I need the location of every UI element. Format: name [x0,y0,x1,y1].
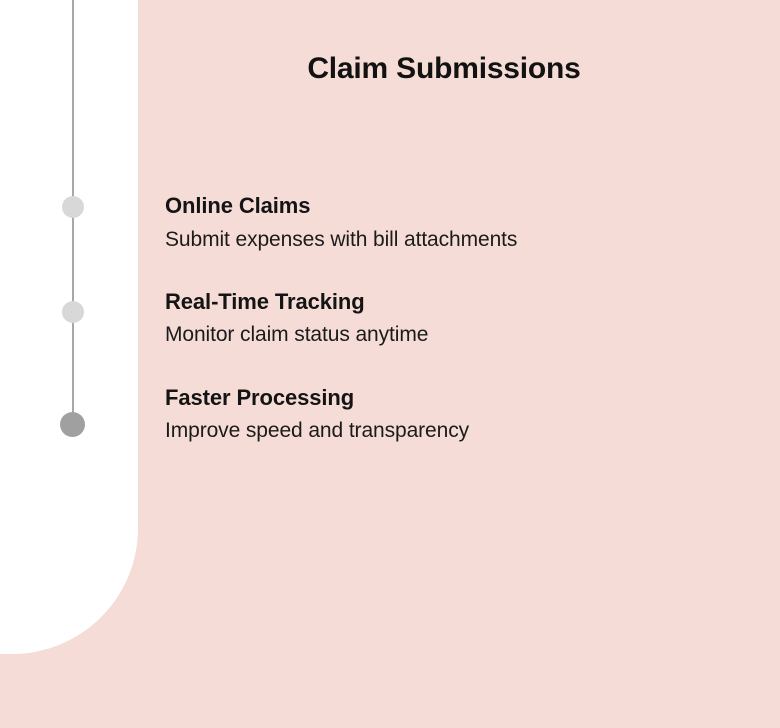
list-item[interactable]: Real-Time Tracking Monitor claim status … [165,288,765,349]
list-item[interactable]: Faster Processing Improve speed and tran… [165,384,765,445]
marker-online-claims[interactable] [62,196,84,218]
page-title: Claim Submissions [307,52,581,85]
list-item-description: Submit expenses with bill attachments [165,227,518,251]
list-item-title: Faster Processing [165,384,355,410]
marker-faster-processing[interactable] [60,412,85,437]
content-area: Claim Submissions Online Claims Submit e… [138,0,780,728]
list-item-description: Monitor claim status anytime [165,323,429,347]
feature-list: Online Claims Submit expenses with bill … [165,192,765,444]
white-side-panel [0,0,138,654]
list-item-title: Real-Time Tracking [165,288,365,314]
timeline-rail [0,0,138,654]
list-item-title: Online Claims [165,193,311,218]
marker-real-time-tracking[interactable] [62,301,84,323]
list-item[interactable]: Online Claims Submit expenses with bill … [165,192,765,253]
list-item-description: Improve speed and transparency [165,419,470,443]
